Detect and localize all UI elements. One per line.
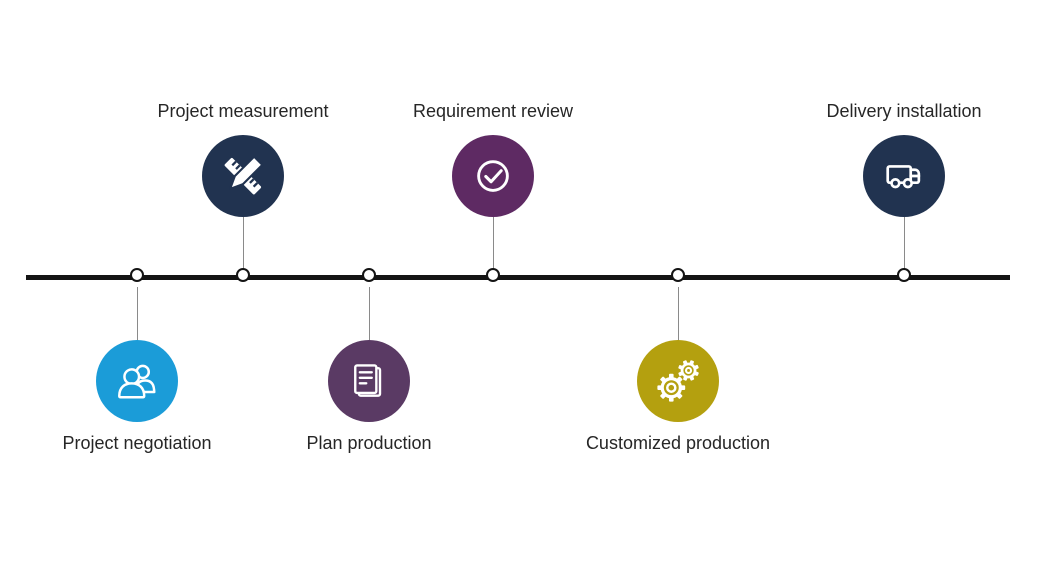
connector-line — [677, 287, 679, 341]
timeline-node — [897, 268, 911, 282]
connector-line — [136, 287, 138, 341]
step-circle-requirement-review — [452, 135, 534, 217]
timeline-node — [486, 268, 500, 282]
ruler-pencil-icon — [224, 155, 264, 195]
connector-line — [242, 216, 244, 270]
timeline-node — [671, 268, 685, 282]
step-circle-plan-production — [328, 340, 410, 422]
timeline-node — [130, 268, 144, 282]
step-label: Requirement review — [412, 101, 574, 121]
truck-icon — [886, 165, 921, 189]
connector-line — [492, 216, 494, 270]
step-circle-project-measurement — [202, 135, 284, 217]
connector-line — [903, 216, 905, 270]
gears-icon — [657, 360, 699, 402]
timeline-node — [362, 268, 376, 282]
connector-line — [368, 287, 370, 341]
timeline-node — [236, 268, 250, 282]
step-label: Project measurement — [157, 101, 329, 121]
check-circle-icon — [477, 160, 509, 192]
step-label: Project negotiation — [62, 433, 212, 453]
step-circle-project-negotiation — [96, 340, 178, 422]
step-label: Customized production — [585, 433, 771, 453]
step-label: Delivery installation — [826, 101, 982, 121]
people-icon — [118, 364, 156, 399]
timeline-axis — [26, 275, 1010, 280]
step-circle-customized-production — [637, 340, 719, 422]
step-label: Plan production — [306, 433, 432, 453]
step-circle-delivery-installation — [863, 135, 945, 217]
document-icon — [354, 364, 382, 397]
